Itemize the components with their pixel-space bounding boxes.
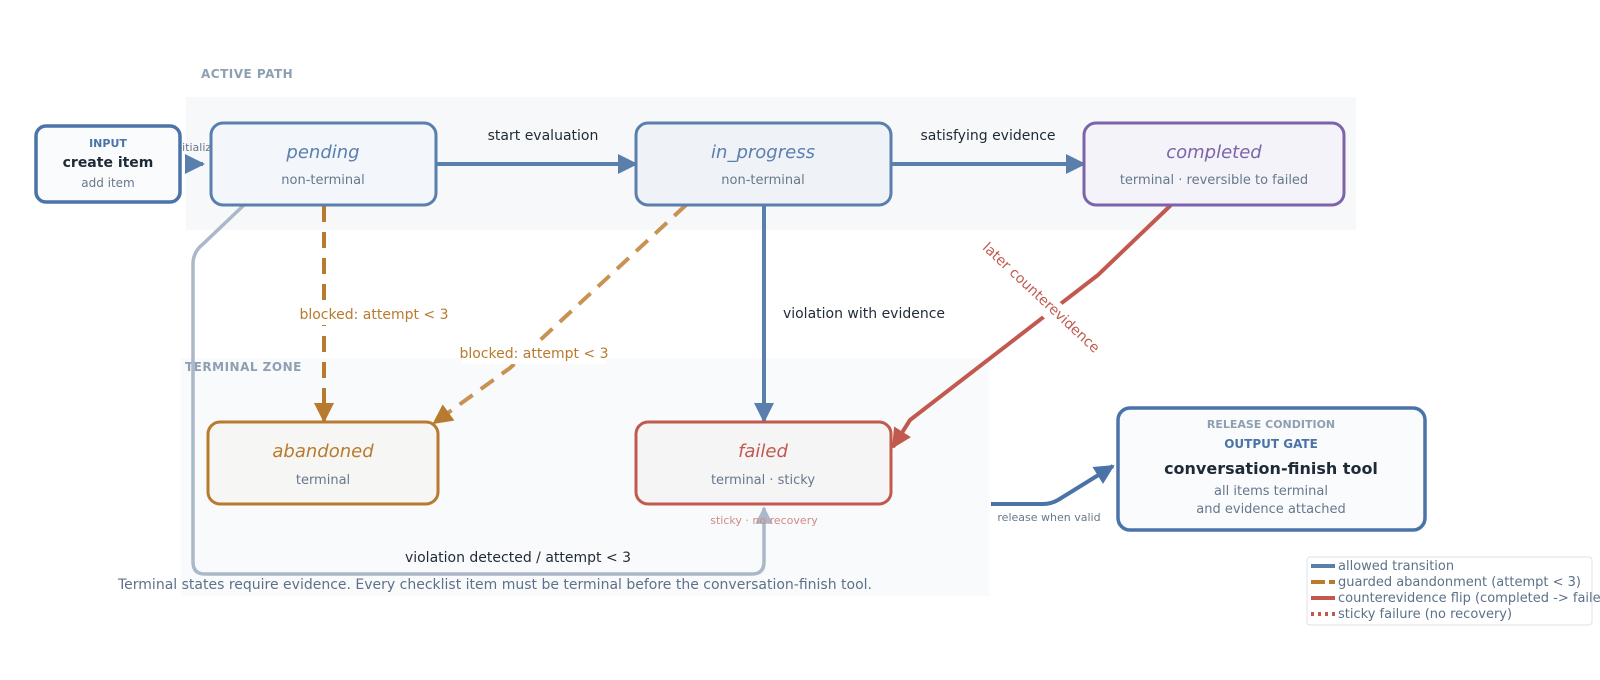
state-completed-name: completed <box>1166 142 1262 163</box>
input-title: create item <box>63 155 154 171</box>
input-caption: INPUT <box>89 137 127 150</box>
edge-release <box>991 464 1115 506</box>
state-failed[interactable]: failed terminal · sticky <box>634 420 893 506</box>
edge-counterevidence <box>891 203 1173 449</box>
counterevidence-label: later counterevidence <box>979 240 1102 357</box>
gate-caption: RELEASE CONDITION <box>1207 418 1335 431</box>
start-evaluation-label: start evaluation <box>488 128 599 144</box>
gate-subcaption: OUTPUT GATE <box>1224 437 1318 451</box>
legend-sticky: sticky failure (no recovery) <box>1338 607 1512 622</box>
input-node[interactable]: INPUT create item add item <box>34 124 182 204</box>
state-failed-name: failed <box>738 441 788 462</box>
edge-blocked-in-progress <box>432 203 688 425</box>
state-pending-box <box>209 121 438 207</box>
legend-box <box>1306 556 1593 626</box>
input-subtitle: add item <box>81 176 135 190</box>
sticky-label: sticky · no recovery <box>710 514 818 527</box>
state-completed-sub: terminal · reversible to failed <box>1120 173 1308 188</box>
legend-guarded: guarded abandonment (attempt < 3) <box>1338 575 1581 590</box>
state-pending-sub: non-terminal <box>281 173 364 188</box>
satisfy-label-bg <box>918 124 1058 146</box>
gate-title: conversation-finish tool <box>1164 459 1378 478</box>
state-pending[interactable]: pending non-terminal <box>209 121 438 207</box>
violation-with-evidence-label: violation with evidence <box>783 306 945 322</box>
output-gate-node[interactable]: RELEASE CONDITION OUTPUT GATE conversati… <box>1116 406 1427 532</box>
gate-line2: and evidence attached <box>1196 502 1345 517</box>
state-abandoned-sub: terminal <box>296 473 350 488</box>
blocked-pending-label: blocked: attempt < 3 <box>299 307 448 323</box>
state-in-progress-name: in_progress <box>711 142 815 163</box>
state-abandoned[interactable]: abandoned terminal <box>206 420 440 506</box>
edge-violation-detected <box>191 203 773 576</box>
initialize-label: initialize <box>172 141 218 154</box>
state-failed-box <box>634 420 893 506</box>
legend-allowed: allowed transition <box>1338 559 1454 574</box>
state-failed-sub: terminal · sticky <box>711 473 815 488</box>
terminal-zone-label: TERMINAL ZONE <box>185 360 302 374</box>
input-node-box <box>34 124 182 204</box>
legend-counter: counterevidence flip (completed -> faile… <box>1338 591 1600 606</box>
active-path-label: ACTIVE PATH <box>201 67 293 81</box>
blocked1-label-bg <box>302 303 446 325</box>
release-label: release when valid <box>997 511 1100 524</box>
state-completed[interactable]: completed terminal · reversible to faile… <box>1082 121 1346 207</box>
satisfying-evidence-label: satisfying evidence <box>920 128 1055 144</box>
start-label-bg <box>484 124 604 146</box>
state-in-progress[interactable]: in_progress non-terminal <box>634 121 893 207</box>
gate-line1: all items terminal <box>1214 484 1328 499</box>
state-pending-name: pending <box>285 142 359 163</box>
state-completed-box <box>1082 121 1346 207</box>
state-abandoned-box <box>206 420 440 506</box>
blocked-in-progress-label: blocked: attempt < 3 <box>459 346 608 362</box>
state-in-progress-box <box>634 121 893 207</box>
state-abandoned-name: abandoned <box>272 441 374 462</box>
output-gate-box <box>1116 406 1427 532</box>
legend: allowed transition guarded abandonment (… <box>1306 556 1600 626</box>
state-in-progress-sub: non-terminal <box>721 173 804 188</box>
blocked2-label-bg <box>462 342 606 364</box>
counter-label-bg <box>974 236 1107 362</box>
footnote: Terminal states require evidence. Every … <box>117 577 872 593</box>
violation-detected-label: violation detected / attempt < 3 <box>405 550 631 566</box>
